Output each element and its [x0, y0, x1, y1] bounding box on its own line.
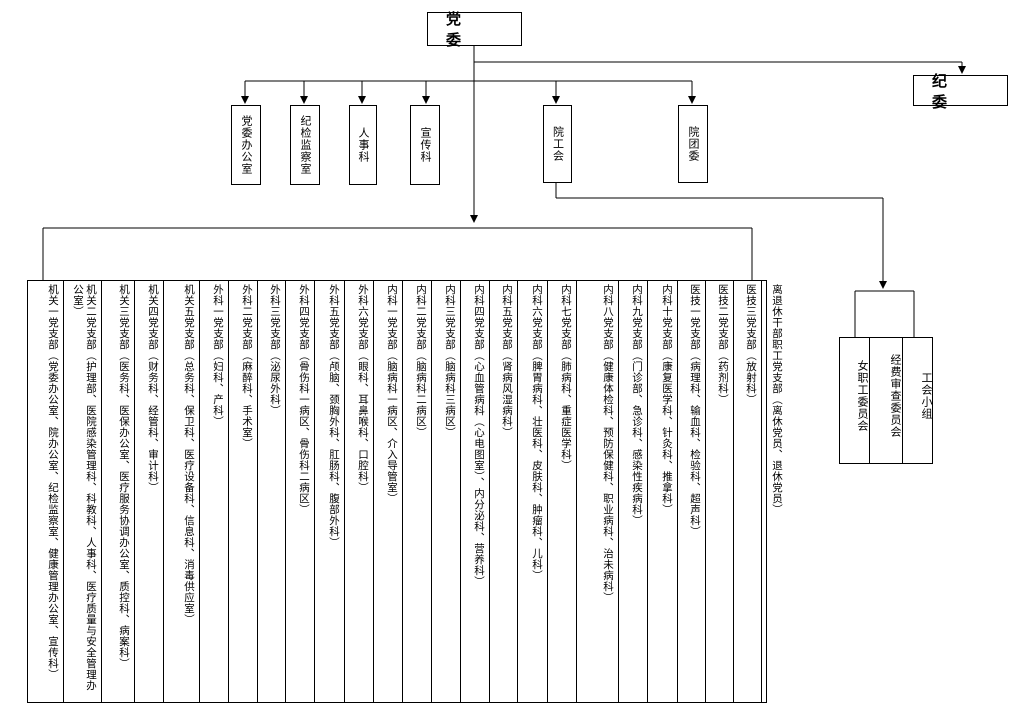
union-group-label: 女职工委员会 — [856, 360, 869, 432]
branch-column: 外科四党支部（骨伤科一病区、骨伤科二病区） — [286, 280, 315, 703]
office-label: 院团委 — [687, 126, 700, 162]
branch-label: 内科十党支部（康复医学科、针灸科、推拿科） — [661, 284, 673, 515]
branch-column: 外科二党支部（麻醉科、手术室） — [229, 280, 258, 703]
branch-label: 内科二党支部（脑病科二病区） — [415, 284, 427, 438]
branch-label: 外科一党支部（妇科、产科） — [212, 284, 224, 427]
branch-column: 外科三党支部（泌尿外科） — [258, 280, 286, 703]
branch-label: 机关三党支部（医务科、医保办公室、医疗服务协调办公室、质控科、病案科） — [118, 284, 130, 669]
branch-column: 外科五党支部（颅脑、颈胸外科、肛肠科、腹部外科） — [315, 280, 345, 703]
office-union: 院工会 — [543, 105, 572, 183]
branch-label: 机关一党支部（党委办公室、院办公室、纪检监察室、健康管理办公室、宣传科） — [47, 284, 59, 680]
branch-label: 外科六党支部（眼科、耳鼻喉科、口腔科） — [357, 284, 369, 493]
branch-column: 内科六党支部（脾胃病科、壮医科、皮肤科、肿瘤科、儿科） — [518, 280, 548, 703]
branch-column: 机关二党支部（护理部、医院感染管理科、科教科、人事科、医疗质量与安全管理办公室） — [64, 280, 102, 703]
branch-label: 外科五党支部（颅脑、颈胸外科、肛肠科、腹部外科） — [328, 284, 340, 548]
branch-label: 内科五党支部（肾病风湿病科） — [501, 284, 513, 438]
branch-column: 外科一党支部（妇科、产科） — [200, 280, 229, 703]
branch-label: 内科八党支部（健康体检科、预防保健科、职业病科、治未病科） — [602, 284, 614, 603]
office-label: 纪检监察室 — [299, 115, 312, 175]
office-label: 院工会 — [551, 126, 565, 162]
branch-label: 内科一党支部（脑病科一病区、介入导管室） — [386, 284, 398, 504]
branch-column: 内科八党支部（健康体检科、预防保健科、职业病科、治未病科） — [577, 280, 619, 703]
branch-column: 内科九党支部（门诊部、急诊科、感染性疾病科） — [619, 280, 648, 703]
branch-column: 内科二党支部（脑病科二病区） — [403, 280, 432, 703]
union-group-audit: 经费审查委员会 — [870, 346, 902, 446]
branch-column: 内科一党支部（脑病科一病区、介入导管室） — [374, 280, 403, 703]
branch-column: 内科七党支部（肺病科、重症医学科） — [548, 280, 577, 703]
party-committee-box: 党 委 — [427, 10, 522, 49]
branch-column: 机关四党支部（财务科、经管科、审计科） — [135, 280, 164, 703]
office-youth-league: 院团委 — [678, 105, 708, 183]
branch-label: 内科七党支部（肺病科、重症医学科） — [560, 284, 572, 471]
branch-column: 内科五党支部（肾病风湿病科） — [490, 280, 518, 703]
union-group-label: 经费审查委员会 — [889, 354, 902, 438]
branch-column: 内科十党支部（康复医学科、针灸科、推拿科） — [648, 280, 678, 703]
branch-column: 医技二党支部（药剂科） — [706, 280, 734, 703]
branch-column: 机关三党支部（医务科、医保办公室、医疗服务协调办公室、质控科、病案科） — [102, 280, 135, 703]
branch-label: 内科四党支部（心血管病科（心电图室）、内分泌科、营养科） — [473, 284, 485, 587]
office-label: 宣传科 — [419, 127, 432, 163]
party-committee-label: 党 委 — [446, 10, 480, 49]
office-label: 人事科 — [357, 127, 370, 163]
branch-label: 外科二党支部（麻醉科、手术室） — [241, 284, 253, 449]
office-discipline: 纪检监察室 — [290, 105, 320, 185]
branch-column: 医技三党支部（放射科） — [734, 280, 762, 703]
branch-label: 医技二党支部（药剂科） — [717, 284, 729, 405]
branch-column: 外科六党支部（眼科、耳鼻喉科、口腔科） — [345, 280, 374, 703]
branch-column: 医技一党支部（病理科、输血科、检验科、超声科） — [678, 280, 706, 703]
branch-column: 内科三党支部（脑病科三病区） — [432, 280, 461, 703]
branch-label: 医技一党支部（病理科、输血科、检验科、超声科） — [689, 284, 701, 537]
branch-column: 内科四党支部（心血管病科（心电图室）、内分泌科、营养科） — [461, 280, 490, 703]
branch-label: 外科三党支部（泌尿外科） — [269, 284, 281, 416]
office-publicity: 宣传科 — [410, 105, 440, 185]
office-hr: 人事科 — [349, 105, 377, 185]
branch-label: 机关四党支部（财务科、经管科、审计科） — [147, 284, 159, 493]
branch-label: 内科九党支部（门诊部、急诊科、感染性疾病科） — [631, 284, 643, 526]
union-group-women: 女职工委员会 — [840, 346, 869, 446]
branch-label: 内科六党支部（脾胃病科、壮医科、皮肤科、肿瘤科、儿科） — [531, 284, 543, 581]
branch-column: 离退休干部职工党支部（离休党员、退休党员） — [762, 280, 787, 703]
branch-label: 外科四党支部（骨伤科一病区、骨伤科二病区） — [298, 284, 310, 515]
discipline-committee-box: 纪 委 — [913, 72, 1008, 111]
branch-label: 医技三党支部（放射科） — [745, 284, 757, 405]
union-groups-box: 女职工委员会 经费审查委员会 工会小组 — [839, 337, 933, 464]
branch-label: 机关二党支部（护理部、医院感染管理科、科教科、人事科、医疗质量与安全管理办公室） — [72, 284, 97, 691]
branch-table — [27, 280, 767, 703]
branch-label: 内科三党支部（脑病科三病区） — [444, 284, 456, 438]
discipline-committee-label: 纪 委 — [932, 71, 966, 111]
branch-column: 机关五党支部（总务科、保卫科、医疗设备科、信息科、消毒供应室） — [164, 280, 200, 703]
branch-label: 离退休干部职工党支部（离休党员、退休党员） — [771, 284, 783, 515]
office-label: 党委办公室 — [240, 115, 253, 175]
office-party-office: 党委办公室 — [231, 105, 261, 185]
union-group-label: 工会小组 — [920, 372, 933, 420]
union-group-small: 工会小组 — [903, 346, 933, 446]
branch-label: 机关五党支部（总务科、保卫科、医疗设备科、信息科、消毒供应室） — [183, 284, 195, 625]
branch-column: 机关一党支部（党委办公室、院办公室、纪检监察室、健康管理办公室、宣传科） — [27, 280, 64, 703]
